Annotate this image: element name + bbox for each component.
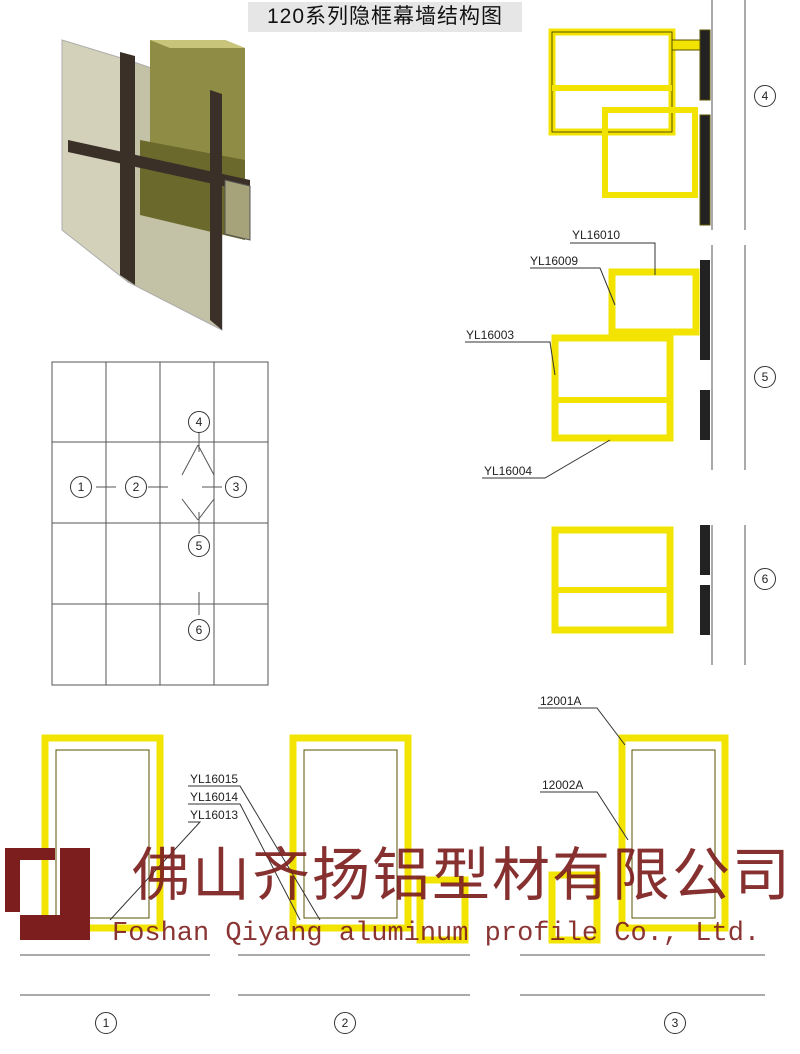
grid-marker-3: 3 <box>225 476 247 498</box>
section-marker-2: 2 <box>334 1012 356 1034</box>
label-yl16015: YL16015 <box>190 772 239 786</box>
bottom-glass <box>20 954 765 996</box>
watermark-company-name-en: Foshan Qiyang aluminum profile Co., Ltd. <box>112 919 761 949</box>
company-logo <box>5 848 90 940</box>
bottom-sections <box>41 734 729 944</box>
curtain-wall-3d-render <box>61 39 251 331</box>
grid-marker-2: 2 <box>125 476 147 498</box>
profile-section-6 <box>551 525 710 635</box>
grid-marker-1: 1 <box>70 476 92 498</box>
section-marker-6: 6 <box>754 568 776 590</box>
label-12001a: 12001A <box>540 694 582 708</box>
label-yl16003: YL16003 <box>466 328 515 342</box>
profile-section-5 <box>551 260 710 442</box>
page-title: 120系列隐框幕墙结构图 <box>248 2 522 32</box>
section-marker-4: 4 <box>754 85 776 107</box>
label-yl16009: YL16009 <box>530 254 579 268</box>
label-yl16014: YL16014 <box>190 790 239 804</box>
section-marker-5: 5 <box>754 366 776 388</box>
section-marker-1: 1 <box>95 1012 117 1034</box>
label-yl16013: YL16013 <box>190 808 239 822</box>
bottom-inner-lines <box>55 749 716 919</box>
label-12002a: 12002A <box>542 778 584 792</box>
grid-marker-6: 6 <box>188 619 210 641</box>
section-marker-3: 3 <box>664 1012 686 1034</box>
label-yl16010: YL16010 <box>572 228 621 242</box>
profile-section-4 <box>548 28 711 226</box>
leader-lines <box>109 242 656 921</box>
grid-marker-5: 5 <box>188 535 210 557</box>
label-yl16004: YL16004 <box>484 464 533 478</box>
glass-panes-right <box>711 0 746 665</box>
elevation-grid <box>51 361 269 686</box>
grid-marker-4: 4 <box>188 411 210 433</box>
watermark-company-name-cn: 佛山齐扬铝型材有限公司 <box>132 841 793 909</box>
